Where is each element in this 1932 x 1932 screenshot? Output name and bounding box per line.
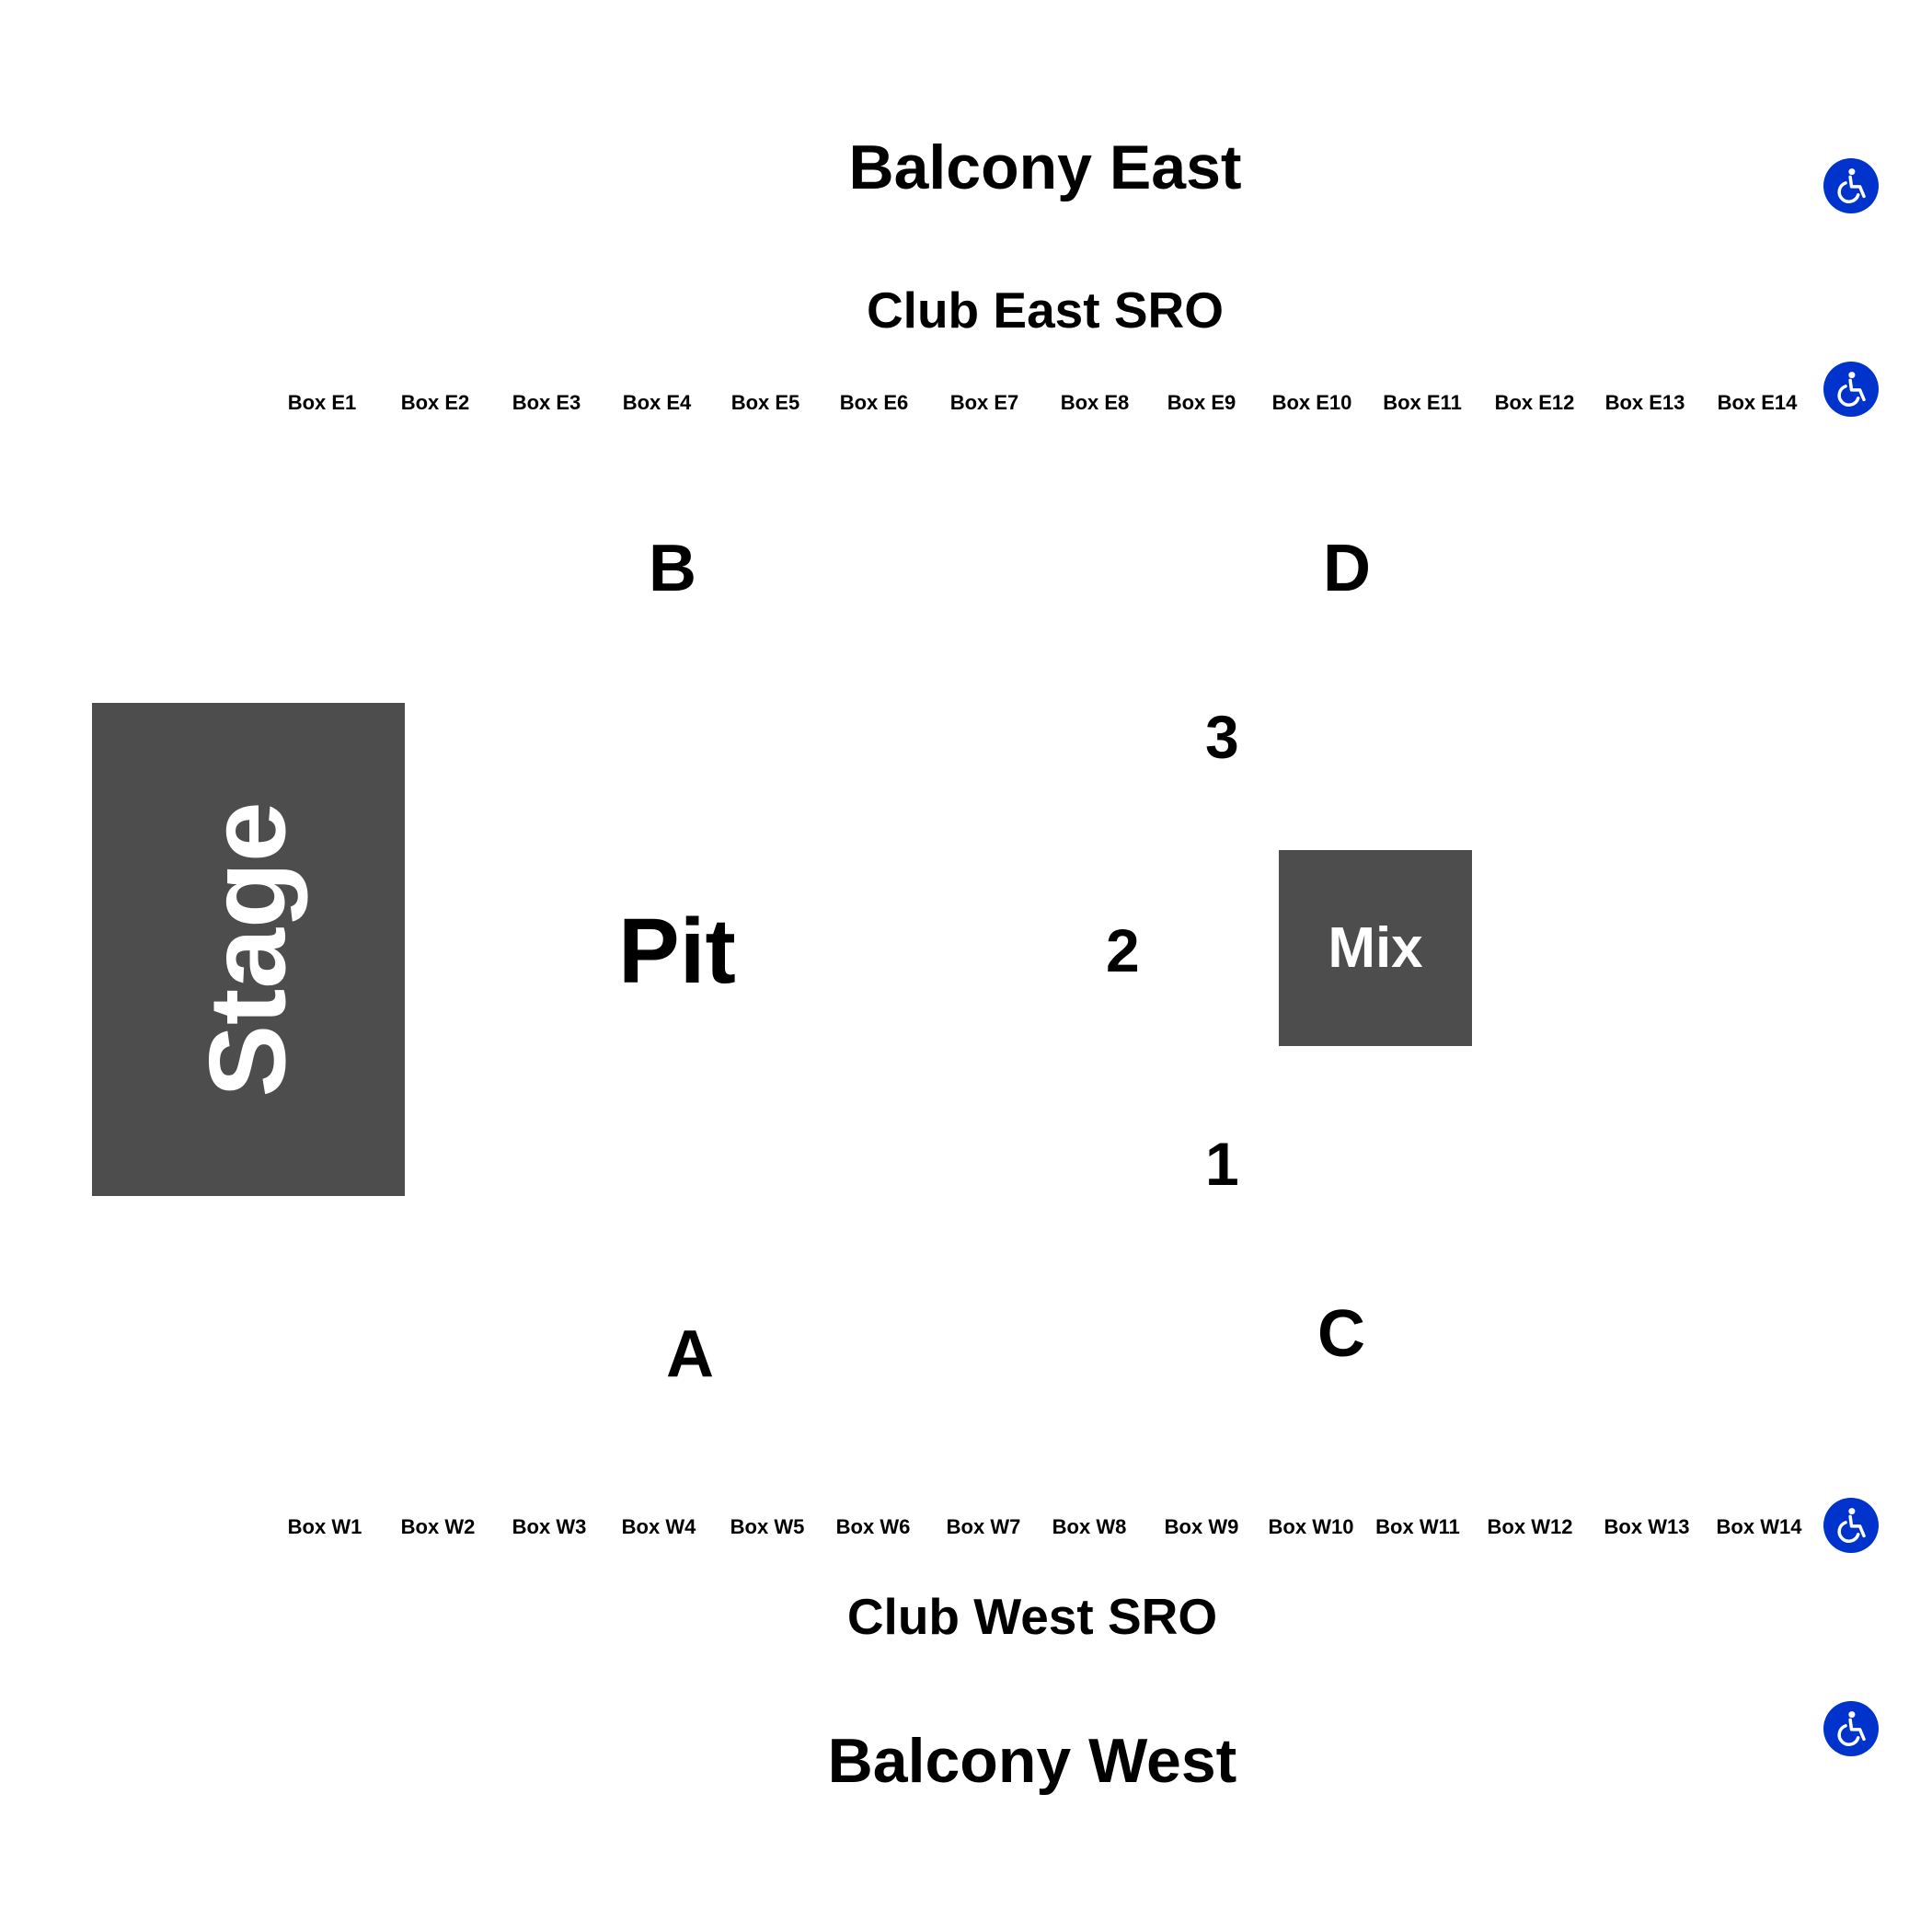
box-e-9[interactable]: Box E9 <box>1167 391 1236 414</box>
box-e-13[interactable]: Box E13 <box>1604 391 1685 414</box>
west-box-row: Box W1 Box W2 Box W3 Box W4 Box W5 Box W6 Box … <box>0 1509 1932 1546</box>
box-e-5[interactable]: Box E5 <box>730 391 800 414</box>
box-w-1[interactable]: Box W1 <box>287 1515 362 1538</box>
wheelchair-glyph <box>1837 1711 1866 1746</box>
box-w-3[interactable]: Box W3 <box>512 1515 587 1538</box>
wheelchair-icon-club-west[interactable] <box>1823 1498 1879 1553</box>
row-1[interactable]: 1 <box>1205 1130 1239 1198</box>
east-box-row: Box E1 Box E2 Box E3 Box E4 Box E5 Box E6 Box … <box>0 385 1932 421</box>
section-b[interactable]: B <box>649 532 696 605</box>
section-c[interactable]: C <box>1317 1297 1365 1371</box>
box-e-10[interactable]: Box E10 <box>1271 391 1352 414</box>
balcony-east-label[interactable]: Balcony East <box>848 132 1242 202</box>
club-east-sro-label[interactable]: Club East SRO <box>866 282 1225 339</box>
box-e-14[interactable]: Box E14 <box>1717 391 1798 414</box>
box-e-6[interactable]: Box E6 <box>839 391 909 414</box>
balcony-west-label[interactable]: Balcony West <box>827 1726 1237 1796</box>
mix-block: Mix <box>1279 850 1472 1046</box>
box-w-2[interactable]: Box W2 <box>400 1515 476 1538</box>
section-a[interactable]: A <box>666 1317 714 1391</box>
box-w-10[interactable]: Box W10 <box>1268 1515 1354 1538</box>
section-d[interactable]: D <box>1323 532 1371 605</box>
box-e-7[interactable]: Box E7 <box>949 391 1019 414</box>
box-e-3[interactable]: Box E3 <box>512 391 581 414</box>
wheelchair-glyph <box>1837 372 1866 407</box>
wheelchair-glyph <box>1837 168 1866 203</box>
box-w-11[interactable]: Box W11 <box>1375 1515 1460 1538</box>
box-w-9[interactable]: Box W9 <box>1164 1515 1239 1538</box>
wheelchair-icon-balcony-east[interactable] <box>1823 158 1879 213</box>
box-e-8[interactable]: Box E8 <box>1060 391 1130 414</box>
box-w-4[interactable]: Box W4 <box>621 1515 696 1538</box>
box-e-2[interactable]: Box E2 <box>400 391 470 414</box>
box-e-4[interactable]: Box E4 <box>622 391 692 414</box>
box-e-11[interactable]: Box E11 <box>1383 391 1462 414</box>
box-w-7[interactable]: Box W7 <box>946 1515 1021 1538</box>
mix-label: Mix <box>1328 915 1423 980</box>
box-w-8[interactable]: Box W8 <box>1052 1515 1127 1538</box>
stage-block: Stage <box>92 703 405 1196</box>
row-2[interactable]: 2 <box>1106 916 1140 984</box>
stage-label: Stage <box>188 801 309 1098</box>
wheelchair-icon-club-east[interactable] <box>1823 362 1879 417</box>
box-e-1[interactable]: Box E1 <box>287 391 357 414</box>
pit-section[interactable]: Pit <box>618 900 736 1003</box>
box-w-6[interactable]: Box W6 <box>835 1515 911 1538</box>
wheelchair-icon-balcony-west[interactable] <box>1823 1701 1879 1756</box>
row-3[interactable]: 3 <box>1205 703 1239 771</box>
club-west-sro-label[interactable]: Club West SRO <box>846 1588 1218 1645</box>
box-w-14[interactable]: Box W14 <box>1716 1515 1802 1538</box>
wheelchair-glyph <box>1837 1508 1866 1543</box>
box-w-13[interactable]: Box W13 <box>1604 1515 1690 1538</box>
box-w-12[interactable]: Box W12 <box>1487 1515 1573 1538</box>
box-e-12[interactable]: Box E12 <box>1494 391 1575 414</box>
box-w-5[interactable]: Box W5 <box>730 1515 805 1538</box>
